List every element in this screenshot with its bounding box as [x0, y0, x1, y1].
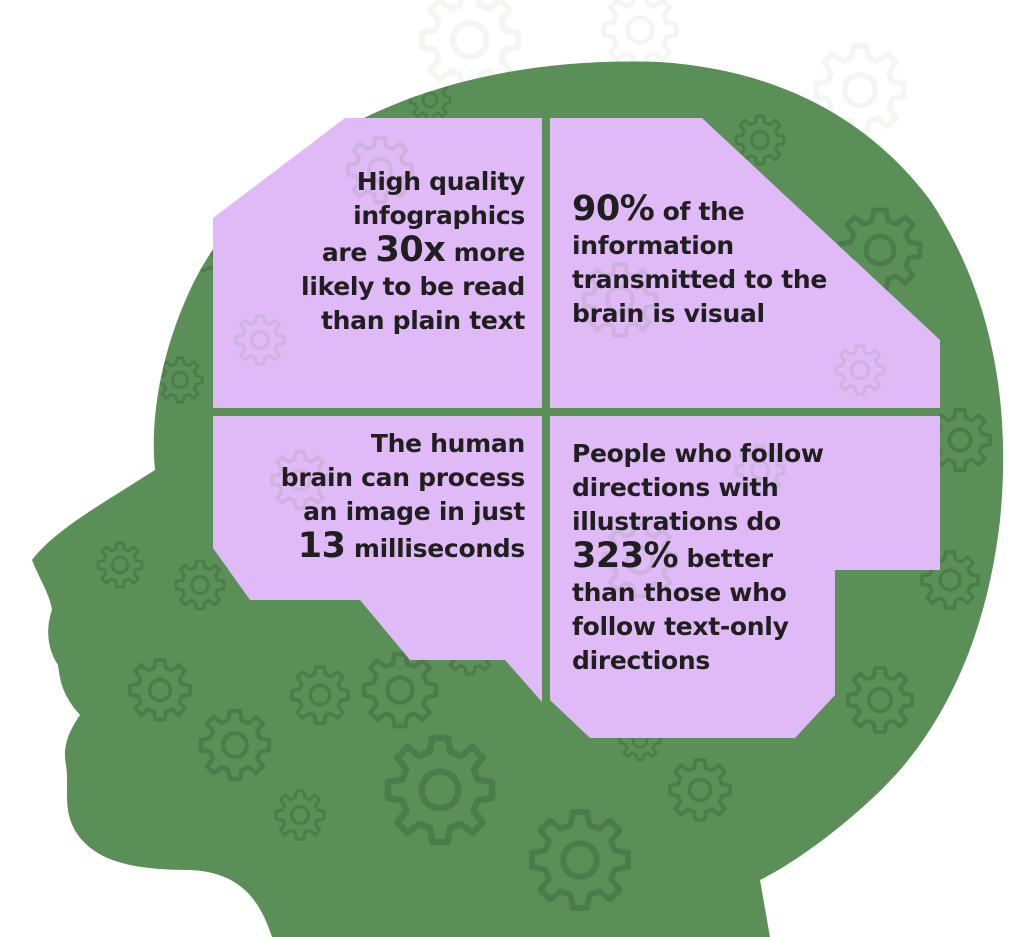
fact-stat: 323% — [572, 536, 679, 576]
fact-line: illustrations do — [572, 507, 781, 536]
fact-line: 90% of the — [572, 192, 912, 229]
fact-infographics-read: High quality infographics are 30x more l… — [205, 165, 525, 338]
fact-stat: 30x — [375, 230, 446, 270]
fact-text: of the — [654, 197, 745, 226]
fact-line: likely to be read — [301, 272, 525, 301]
fact-text: more — [445, 238, 526, 267]
fact-line: The human — [370, 429, 525, 458]
fact-image-processing: The human brain can process an image in … — [205, 427, 526, 566]
panel-top-left — [213, 118, 542, 408]
fact-line: than those who — [572, 578, 787, 607]
fact-text: better — [678, 544, 774, 573]
fact-stat: 13 — [297, 526, 346, 566]
fact-visual-information: 90% of the information transmitted to th… — [572, 192, 912, 331]
panel-top-right — [550, 118, 940, 408]
fact-line: People who follow — [572, 439, 824, 468]
fact-line: information — [572, 231, 734, 260]
fact-line: an image in just — [303, 497, 525, 526]
fact-line: directions — [572, 646, 710, 675]
fact-line: 13 milliseconds — [205, 526, 526, 566]
fact-illustrated-directions: People who follow directions with illust… — [572, 437, 912, 678]
fact-line: infographics — [353, 201, 525, 230]
panel-bottom-right — [550, 416, 940, 738]
fact-line: than plain text — [320, 306, 525, 335]
fact-line: follow text-only — [572, 612, 789, 641]
fact-text: milliseconds — [345, 534, 525, 563]
fact-line: transmitted to the — [572, 265, 828, 294]
fact-line: brain can process — [280, 463, 526, 492]
fact-text: are — [321, 238, 376, 267]
fact-line: are 30x more — [205, 233, 525, 270]
fact-line: directions with — [572, 473, 779, 502]
fact-line: High quality — [356, 167, 526, 196]
fact-line: 323% better — [572, 539, 912, 576]
fact-line: brain is visual — [572, 299, 765, 328]
fact-stat: 90% — [572, 189, 655, 229]
